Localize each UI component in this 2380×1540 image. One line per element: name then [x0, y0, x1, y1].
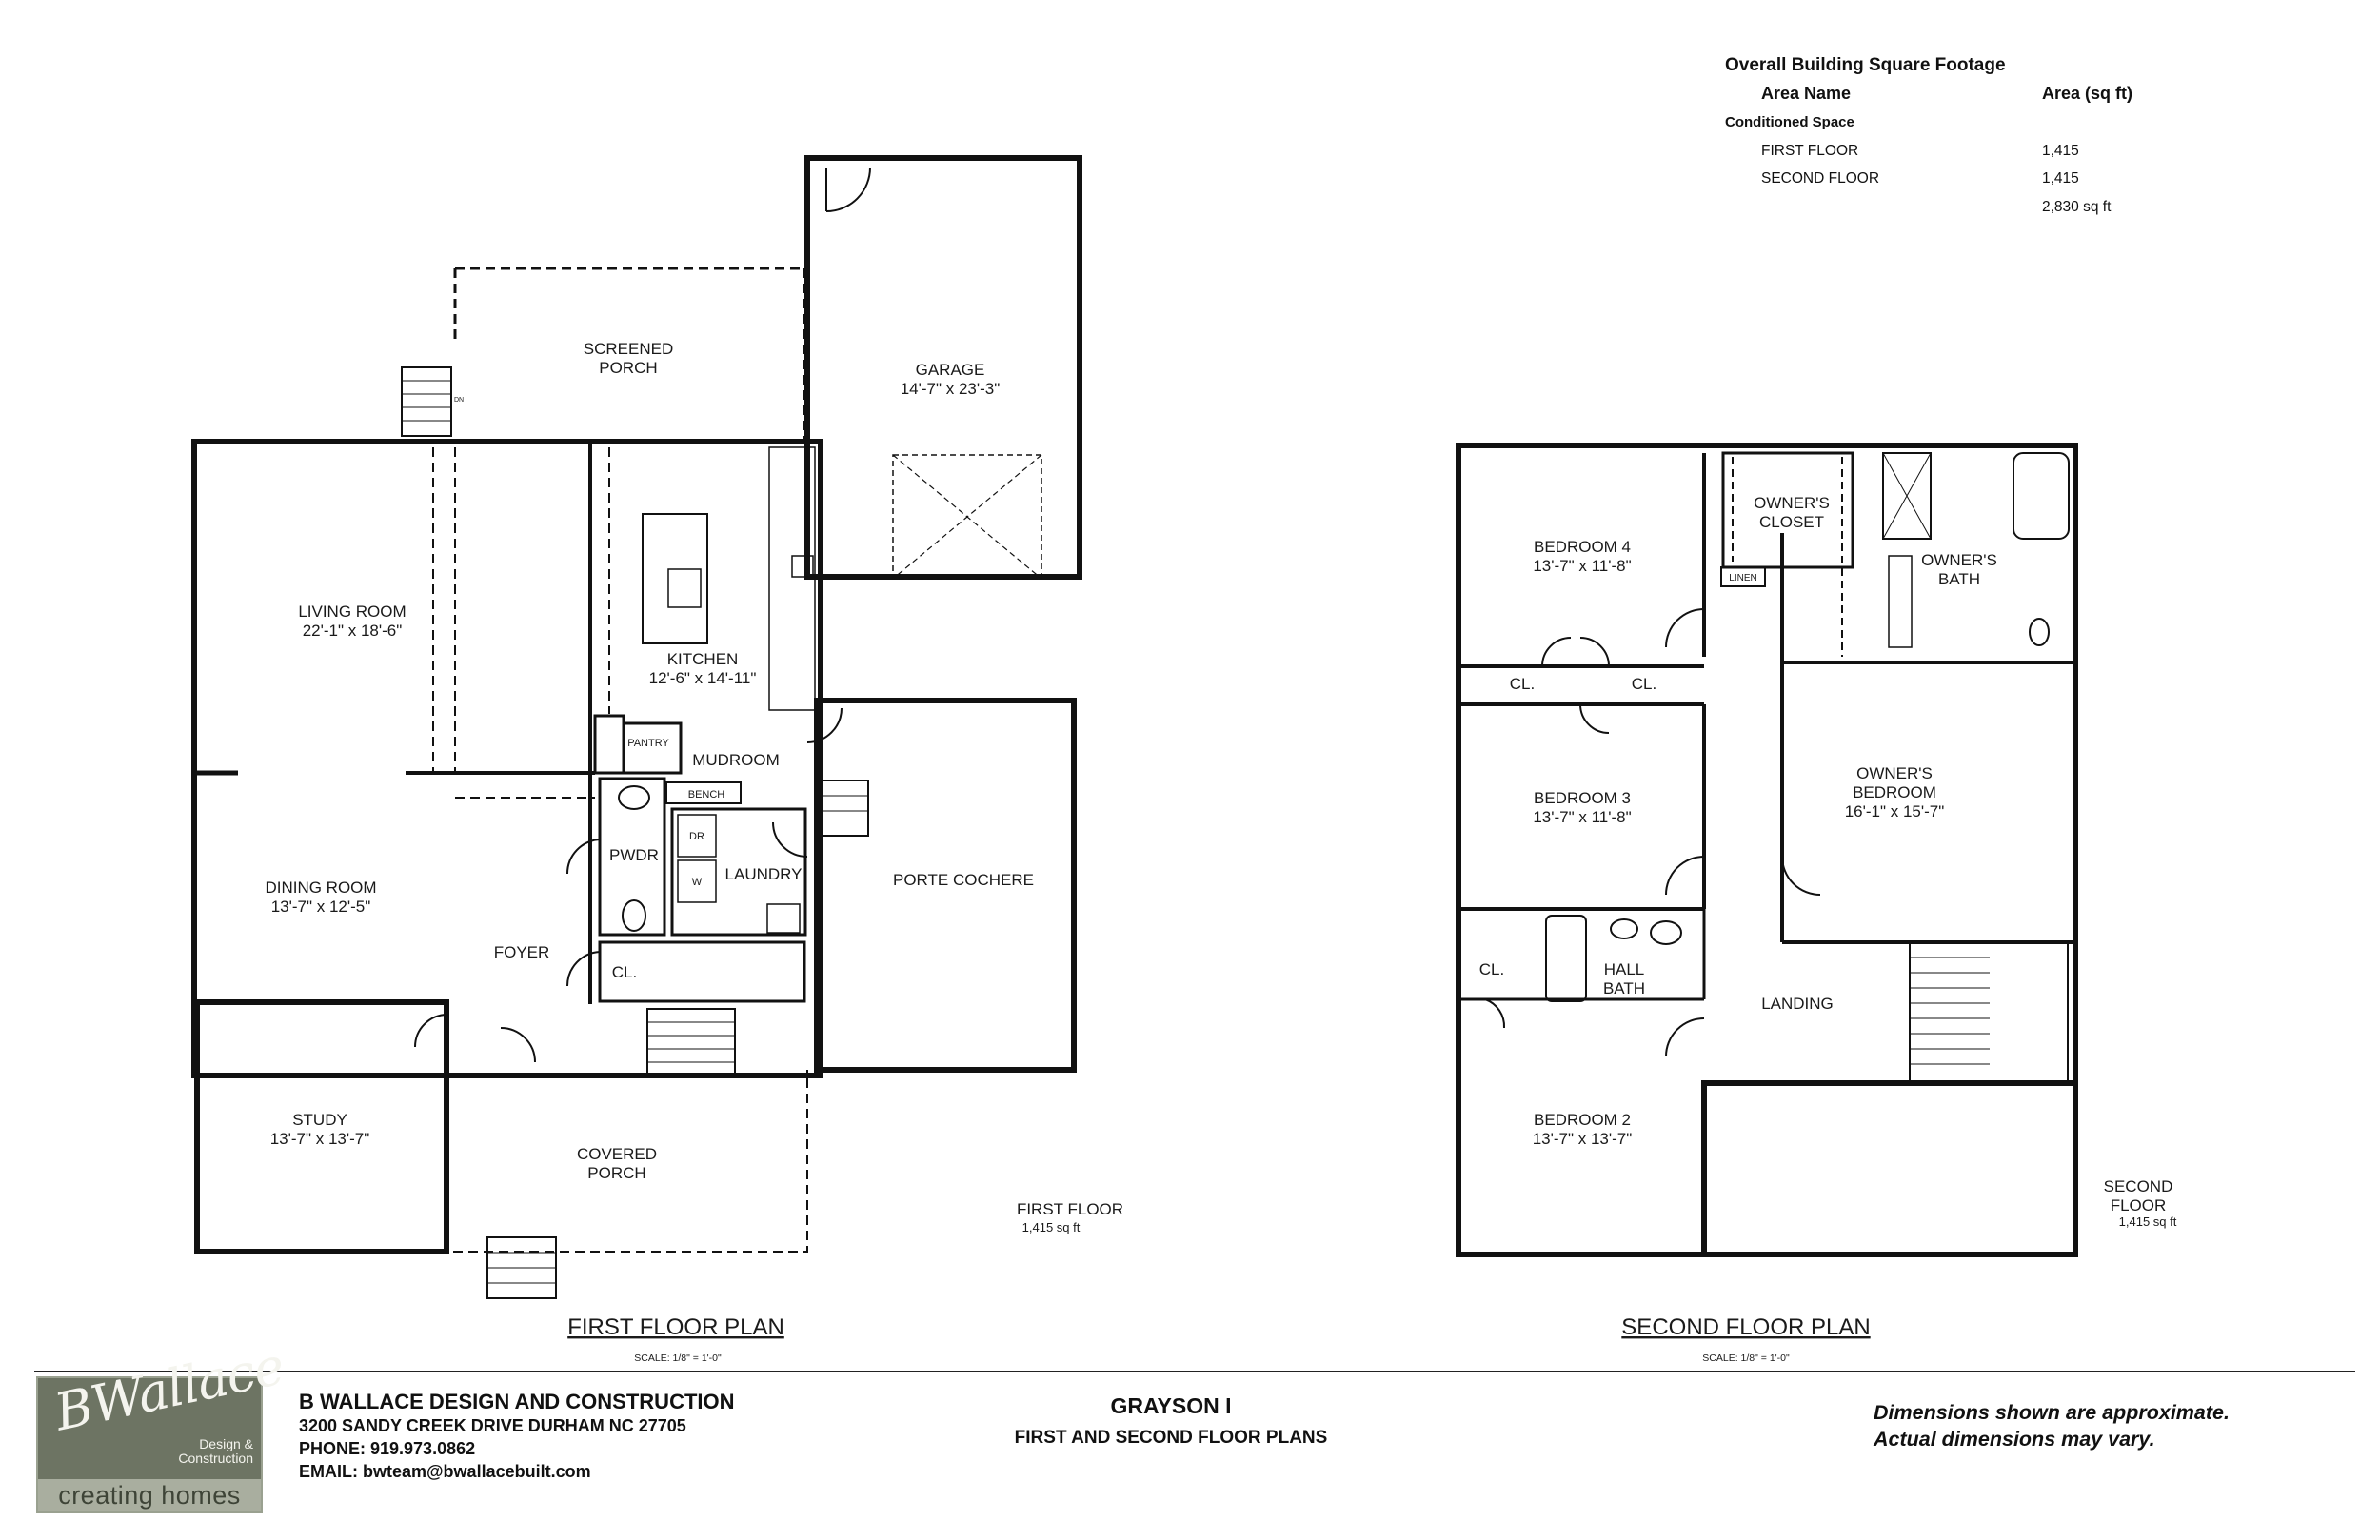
label-study-dims: 13'-7" x 13'-7": [270, 1130, 370, 1148]
label-bedroom-2-dims: 13'-7" x 13'-7": [1533, 1130, 1633, 1148]
label-owners-bedroom-dims: 16'-1" x 15'-7": [1845, 802, 1945, 820]
label-hall-bath: BATH: [1603, 979, 1645, 997]
label-second-floor: FLOOR: [2111, 1196, 2167, 1214]
label-bedroom-4-dims: 13'-7" x 11'-8": [1533, 557, 1631, 575]
label-stair-dn: DN: [454, 397, 464, 404]
label-laundry: LAUNDRY: [725, 865, 803, 883]
logo-tagline: creating homes: [58, 1481, 241, 1510]
label-mudroom: MUDROOM: [692, 751, 780, 769]
label-linen: LINEN: [1729, 573, 1756, 583]
label-covered-porch: PORCH: [587, 1164, 645, 1182]
sqft-table-title: Overall Building Square Footage: [1725, 55, 2006, 75]
second-floor-scale: SCALE: 1/8" = 1'-0": [1702, 1352, 1790, 1364]
first-floor-scale: SCALE: 1/8" = 1'-0": [634, 1352, 722, 1364]
first-floor-plan: [191, 155, 1082, 1299]
label-study: STUDY: [292, 1111, 347, 1129]
label-closet: CL.: [612, 963, 637, 981]
label-covered-porch: COVERED: [577, 1145, 657, 1163]
label-first-floor-sqft: 1,415 sq ft: [1022, 1220, 1081, 1234]
label-screened-porch: SCREENED: [584, 340, 673, 358]
label-dining-room-dims: 13'-7" x 12'-5": [271, 898, 371, 916]
sqft-col-area-sqft: Area (sq ft): [2042, 84, 2133, 103]
label-owners-closet: CLOSET: [1759, 513, 1824, 531]
label-owners-bedroom: BEDROOM: [1853, 783, 1936, 801]
sqft-row-name: SECOND FLOOR: [1761, 170, 1880, 187]
footer-rule: [34, 1371, 2355, 1372]
label-owners-bath: BATH: [1938, 570, 1980, 588]
label-owners-bedroom: OWNER'S: [1856, 764, 1933, 782]
logo-tagline-band: [38, 1479, 261, 1511]
label-bedroom-2: BEDROOM 2: [1534, 1111, 1631, 1129]
label-bench: BENCH: [688, 789, 725, 800]
label-landing: LANDING: [1761, 995, 1834, 1013]
label-bedroom-3-dims: 13'-7" x 11'-8": [1533, 808, 1631, 826]
sqft-col-area-name: Area Name: [1761, 84, 1852, 103]
project-name: GRAYSON I: [1110, 1393, 1232, 1418]
label-first-floor: FIRST FLOOR: [1017, 1200, 1123, 1218]
label-closet-a: CL.: [1510, 675, 1535, 693]
sqft-section: Conditioned Space: [1725, 114, 1854, 130]
label-dining-room: DINING ROOM: [265, 879, 376, 897]
label-kitchen: KITCHEN: [667, 650, 739, 668]
label-washer: W: [692, 877, 703, 888]
label-owners-bath: OWNER'S: [1921, 551, 1997, 569]
label-screened-porch: PORCH: [599, 359, 657, 377]
label-second-floor: SECOND: [2104, 1177, 2173, 1195]
label-hall-bath: HALL: [1604, 960, 1645, 978]
second-floor-plan-title: SECOND FLOOR PLAN: [1621, 1314, 1870, 1340]
second-floor-plan: [1456, 443, 2078, 1257]
label-dryer: DR: [689, 831, 704, 842]
first-floor-plan-title: FIRST FLOOR PLAN: [567, 1314, 784, 1340]
company-address: 3200 SANDY CREEK DRIVE DURHAM NC 27705: [299, 1416, 686, 1435]
company-phone: PHONE: 919.973.0862: [299, 1439, 476, 1458]
label-bedroom-4: BEDROOM 4: [1534, 538, 1631, 556]
sqft-row-value: 1,415: [2042, 143, 2079, 159]
label-closet-c: CL.: [1479, 960, 1504, 978]
label-garage-dims: 14'-7" x 23'-3": [901, 380, 1001, 398]
label-closet-b: CL.: [1632, 675, 1656, 693]
label-kitchen-dims: 12'-6" x 14'-11": [649, 669, 757, 687]
sqft-total: 2,830 sq ft: [2042, 199, 2112, 215]
sqft-row-name: FIRST FLOOR: [1761, 143, 1859, 159]
sqft-row-value: 1,415: [2042, 170, 2079, 187]
project-subtitle: FIRST AND SECOND FLOOR PLANS: [1014, 1428, 1328, 1448]
company-email: EMAIL: bwteam@bwallacebuilt.com: [299, 1462, 591, 1481]
label-second-floor-sqft: 1,415 sq ft: [2119, 1214, 2177, 1229]
disclaimer-line-2: Actual dimensions may vary.: [1874, 1428, 2155, 1451]
label-bedroom-3: BEDROOM 3: [1534, 789, 1631, 807]
label-porte-cochere: PORTE COCHERE: [893, 871, 1034, 889]
label-living-room: LIVING ROOM: [298, 602, 406, 621]
label-living-room-dims: 22'-1" x 18'-6": [303, 622, 403, 640]
floor-plans-drawing: SCREENED PORCH GARAGE 14'-7" x 23'-3" LI…: [191, 155, 2177, 1364]
company-logo: BWallace Design & Construction creating …: [36, 1335, 288, 1513]
disclaimer-line-1: Dimensions shown are approximate.: [1874, 1401, 2230, 1424]
label-owners-closet: OWNER'S: [1754, 494, 1830, 512]
label-garage: GARAGE: [916, 361, 985, 379]
label-pantry: PANTRY: [627, 738, 669, 749]
logo-subtitle: Design & Construction: [178, 1436, 253, 1466]
company-name: B WALLACE DESIGN AND CONSTRUCTION: [299, 1390, 735, 1413]
label-foyer: FOYER: [494, 943, 550, 961]
label-pwdr: PWDR: [609, 846, 659, 864]
